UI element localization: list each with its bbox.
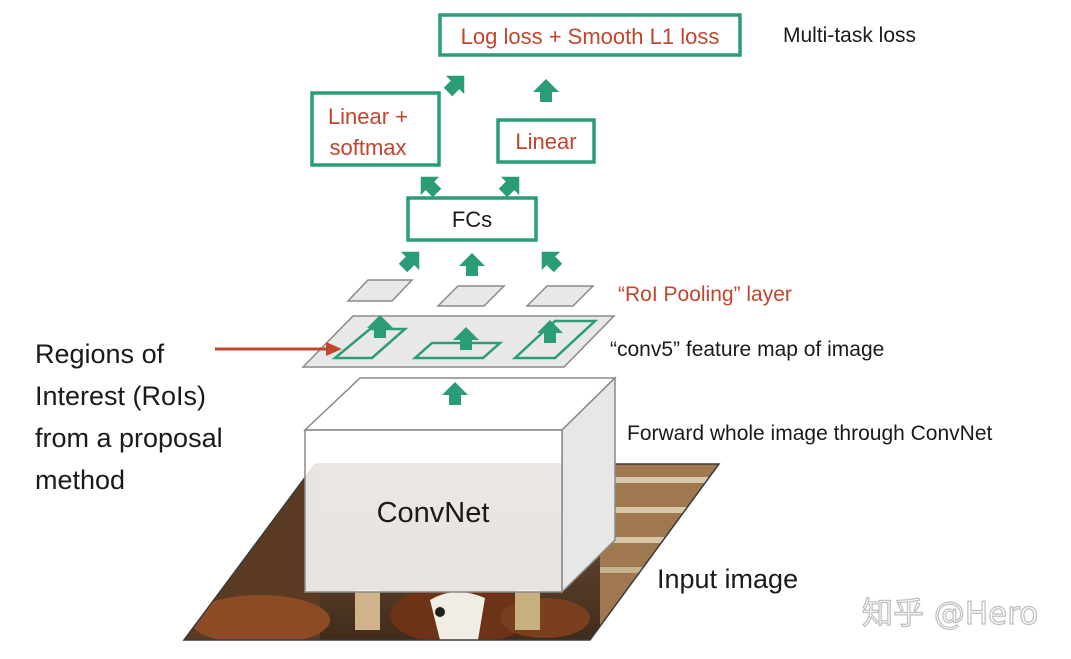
arrow-up-icon xyxy=(367,315,393,338)
linear-softmax-box xyxy=(310,91,441,167)
loss-box xyxy=(438,13,742,57)
roi-pooling-label: “RoI Pooling” layer xyxy=(618,283,792,306)
input-image-label: Input image xyxy=(657,564,798,594)
arrow-right-icon xyxy=(326,342,342,356)
arrow-diagonal-icon xyxy=(498,176,520,198)
arrow-up-icon xyxy=(459,253,485,276)
arrow-diagonal-icon xyxy=(443,75,465,97)
conv5-label: “conv5” feature map of image xyxy=(610,338,884,361)
linear-softmax-label-line1: Linear + xyxy=(328,104,408,129)
regions-line-3: from a proposal xyxy=(35,423,223,453)
regions-line-1: Regions of xyxy=(35,339,165,369)
arrow-diagonal-icon xyxy=(541,251,563,273)
arrow-up-icon xyxy=(537,320,563,343)
arrow-up-icon xyxy=(453,327,479,350)
forward-label: Forward whole image through ConvNet xyxy=(627,422,993,445)
pooled-feature-left xyxy=(346,279,414,302)
fcs-box xyxy=(406,196,538,242)
conv5-feature-map xyxy=(301,315,616,368)
roi-pointer-arrow xyxy=(215,342,342,356)
cube-front-face xyxy=(304,429,563,593)
linear-softmax-label-line2: softmax xyxy=(329,135,406,160)
regions-line-4: method xyxy=(35,465,125,495)
multitask-loss-label: Multi-task loss xyxy=(783,24,916,47)
roi-box-middle xyxy=(411,341,504,360)
convnet-label: ConvNet xyxy=(377,497,490,529)
watermark-label: 知乎 @Hero xyxy=(862,596,1038,632)
arrow-diagonal-icon xyxy=(398,251,420,273)
roi-box-left xyxy=(331,327,409,360)
regions-of-interest-label: Regions of Interest (RoIs) from a propos… xyxy=(35,339,223,495)
fcs-label: FCs xyxy=(452,207,492,232)
regions-line-2: Interest (RoIs) xyxy=(35,381,206,411)
roi-pooling-outputs xyxy=(346,279,595,307)
roi-box-right xyxy=(511,319,599,360)
arrow-diagonal-icon xyxy=(420,176,442,198)
feature-map-plane xyxy=(301,315,616,368)
linear-label: Linear xyxy=(515,129,576,154)
loss-box-label: Log loss + Smooth L1 loss xyxy=(461,24,720,49)
pooled-feature-middle xyxy=(436,285,506,307)
pooled-feature-right xyxy=(525,285,595,307)
convnet-cube: ConvNet xyxy=(303,376,617,594)
flow-arrows xyxy=(367,75,563,405)
arrow-up-icon xyxy=(533,79,559,102)
linear-box xyxy=(496,118,596,164)
arrow-up-icon xyxy=(442,382,468,405)
